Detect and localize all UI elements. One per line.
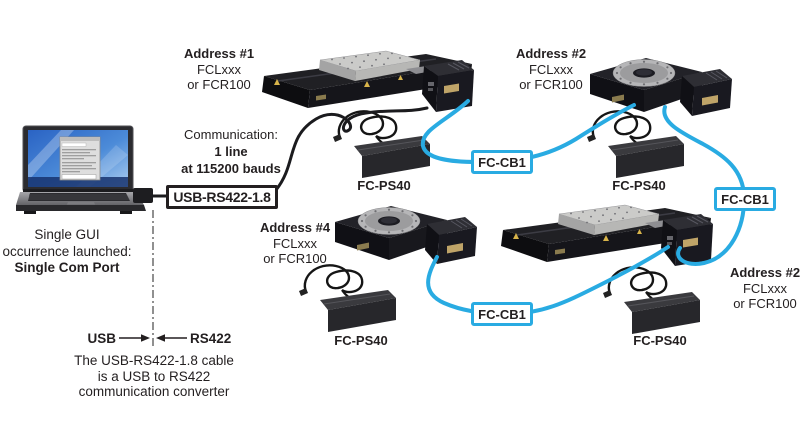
power-supply-3-illustration — [297, 264, 398, 334]
power-supply-1-illustration — [331, 110, 432, 180]
communication-note: Communication: 1 line at 115200 bauds — [181, 127, 281, 176]
usb-side-label: USB — [87, 331, 116, 346]
fc-ps40-label-4: FC-PS40 — [633, 333, 687, 348]
usb-rs422-converter-label: USB-RS422-1.8 — [166, 185, 278, 209]
fc-ps40-label-2: FC-PS40 — [612, 178, 666, 193]
usb-arrowhead-icon — [141, 334, 150, 342]
rs422-side-label: RS422 — [190, 331, 232, 346]
fc-ps40-label-3: FC-PS40 — [334, 333, 388, 348]
fc-ps40-label-1: FC-PS40 — [357, 178, 411, 193]
stage-1-address-label: Address #1 FCLxxx or FCR100 — [183, 46, 255, 92]
stage-3-address-label: Address #2 FCLxxx or FCR100 — [729, 265, 800, 311]
laptop-caption: Single GUI occurrence launched: Single C… — [2, 227, 132, 275]
power-supply-4-illustration — [601, 266, 702, 336]
laptop-illustration — [16, 125, 154, 215]
fc-cb1-label-2: FC-CB1 — [714, 187, 776, 211]
stage-2-address-label: Address #2 FCLxxx or FCR100 — [515, 46, 587, 92]
fc-cb1-label-1: FC-CB1 — [471, 150, 533, 174]
converter-note: The USB-RS422-1.8 cable is a USB to RS42… — [74, 353, 234, 399]
stage-4-address-label: Address #4 FCLxxx or FCR100 — [259, 220, 331, 266]
fc-cb1-label-3: FC-CB1 — [471, 302, 533, 326]
power-supply-2-illustration — [585, 110, 686, 180]
rs422-arrowhead-icon — [156, 334, 165, 342]
